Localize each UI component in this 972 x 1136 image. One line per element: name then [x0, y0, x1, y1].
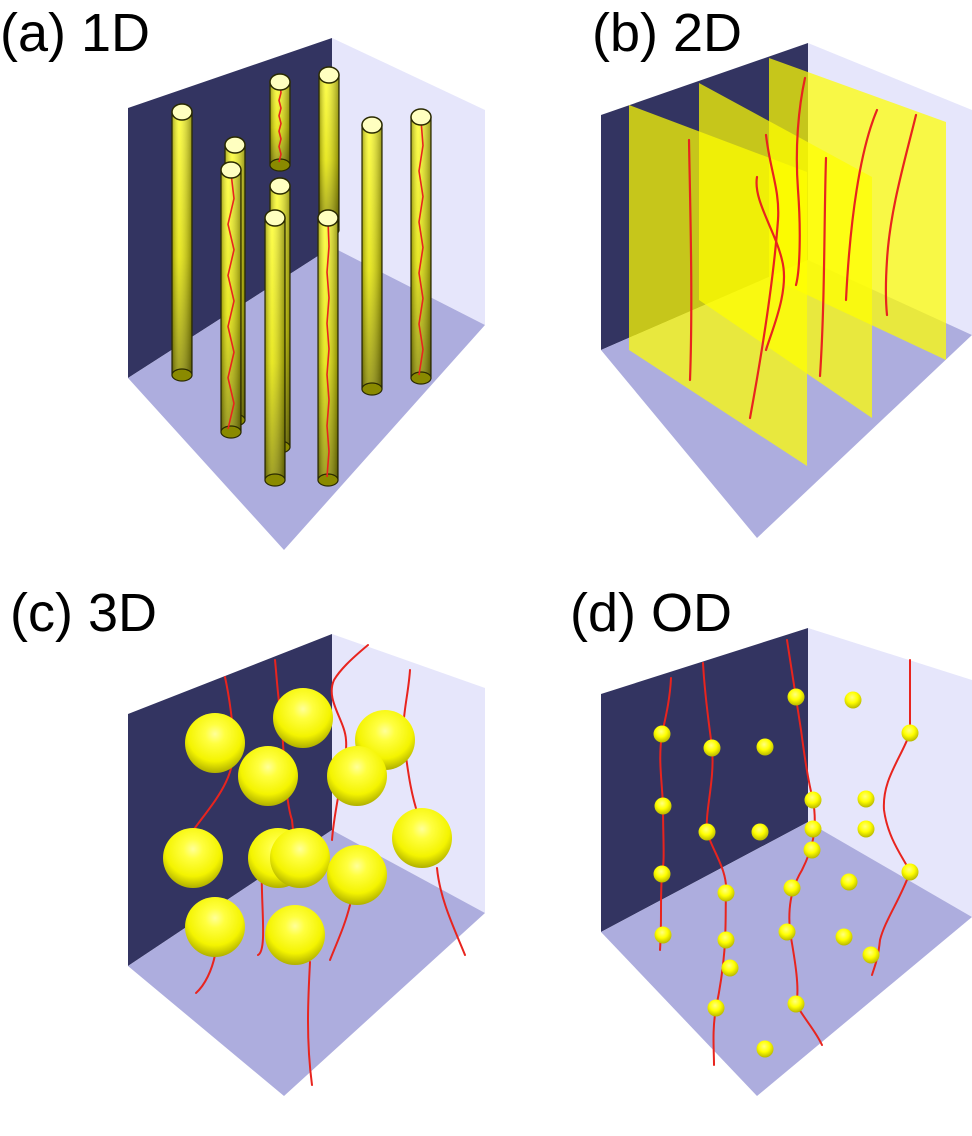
nanoparticle-spheres	[163, 688, 452, 965]
nanorod	[171, 103, 193, 382]
quantum-dot	[835, 928, 853, 946]
quantum-dot	[840, 873, 858, 891]
quantum-dot	[721, 959, 739, 977]
quantum-dot	[901, 863, 919, 881]
nanosphere	[238, 746, 298, 806]
quantum-dot	[654, 926, 672, 944]
floor	[601, 822, 972, 1096]
quantum-dot	[857, 790, 875, 808]
panel-label-a: (a) 1D	[0, 3, 151, 63]
quantum-dot	[698, 823, 716, 841]
nanosphere	[270, 828, 330, 888]
panel-a-illustration	[128, 38, 485, 550]
nanosphere	[327, 845, 387, 905]
quantum-dot	[862, 946, 880, 964]
nanorod	[317, 209, 339, 487]
quantum-dot	[778, 923, 796, 941]
nanorod	[361, 116, 383, 396]
nanosheet	[769, 58, 946, 360]
quantum-dot	[901, 724, 919, 742]
panel-label-d: (d) OD	[570, 583, 732, 643]
nanosphere	[273, 688, 333, 748]
panel-c-3d: (c) 3D	[0, 568, 486, 1136]
quantum-dot	[756, 738, 774, 756]
panel-b-illustration	[601, 43, 972, 538]
nanosphere	[185, 897, 245, 957]
quantum-dot	[783, 879, 801, 897]
quantum-dot	[717, 884, 735, 902]
nanorod	[269, 73, 291, 172]
panel-d-0d: (d) OD	[486, 568, 972, 1136]
nanorod	[318, 66, 340, 237]
quantum-dots	[653, 688, 919, 1058]
quantum-dot	[717, 931, 735, 949]
quantum-dot	[707, 999, 725, 1017]
nanorod-array	[171, 66, 432, 487]
nanosphere	[392, 808, 452, 868]
quantum-dot	[787, 995, 805, 1013]
nanosphere	[185, 713, 245, 773]
back-wall	[601, 628, 808, 932]
nanosphere	[327, 746, 387, 806]
quantum-dot	[857, 820, 875, 838]
panel-a-1d: (a) 1D	[0, 0, 486, 568]
floor	[128, 247, 485, 550]
quantum-dot	[654, 797, 672, 815]
quantum-dot	[703, 739, 721, 757]
quantum-dot	[751, 823, 769, 841]
nanosphere	[163, 828, 223, 888]
quantum-dot	[803, 841, 821, 859]
quantum-dot	[804, 791, 822, 809]
panel-label-b: (b) 2D	[592, 3, 743, 63]
quantum-dot	[804, 820, 822, 838]
quantum-dot	[787, 688, 805, 706]
nanorod	[264, 209, 286, 487]
crack-lines	[687, 76, 918, 420]
nanorod	[410, 108, 432, 385]
quantum-dot	[844, 691, 862, 709]
quantum-dot	[653, 725, 671, 743]
quantum-dot	[653, 865, 671, 883]
panel-c-illustration	[128, 634, 485, 1096]
floor	[128, 830, 485, 1096]
nanorod	[220, 161, 242, 439]
panel-label-c: (c) 3D	[10, 583, 157, 643]
panel-b-2d: (b) 2D	[486, 0, 972, 568]
panel-d-illustration	[601, 628, 972, 1096]
quantum-dot	[756, 1040, 774, 1058]
nanosphere	[265, 905, 325, 965]
nanosheet-stack	[629, 58, 946, 466]
